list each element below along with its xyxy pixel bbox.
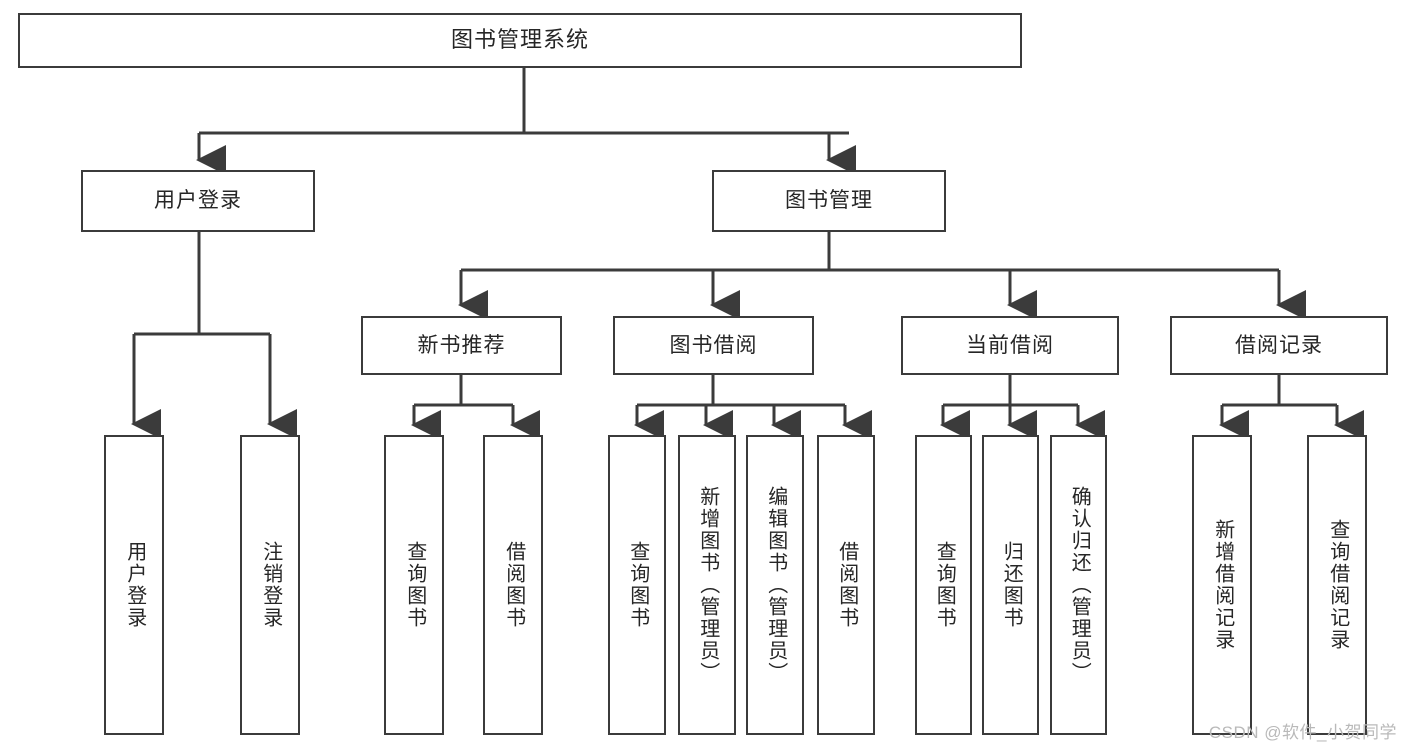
node-label: 查询图书: [403, 541, 426, 629]
node-label: 图书借阅: [669, 333, 758, 357]
node-new-book-recommendation[interactable]: 新书推荐: [361, 316, 562, 375]
node-label: 查询图书: [933, 541, 956, 629]
leaf-query-book-borrow[interactable]: 查询图书: [608, 435, 666, 735]
leaf-user-login[interactable]: 用户登录: [104, 435, 164, 735]
node-root-library-system[interactable]: 图书管理系统: [18, 13, 1022, 68]
leaf-return-book[interactable]: 归还图书: [982, 435, 1039, 735]
node-label: 图书管理: [785, 189, 873, 213]
node-label: 查询借阅记录: [1326, 519, 1349, 651]
node-label: 用户登录: [123, 541, 146, 629]
node-label: 归还图书: [1000, 541, 1023, 629]
node-label: 用户登录: [154, 189, 242, 213]
node-book-borrowing[interactable]: 图书借阅: [613, 316, 814, 375]
node-label: 图书管理系统: [450, 27, 589, 53]
node-current-borrowing[interactable]: 当前借阅: [901, 316, 1119, 375]
leaf-add-book-admin[interactable]: 新增图书（管理员）: [678, 435, 736, 735]
node-book-management[interactable]: 图书管理: [712, 170, 946, 232]
leaf-borrow-book-new-rec[interactable]: 借阅图书: [483, 435, 543, 735]
node-label: 确认归还（管理员）: [1068, 486, 1091, 684]
leaf-add-borrow-record[interactable]: 新增借阅记录: [1192, 435, 1252, 735]
node-label: 编辑图书（管理员）: [764, 486, 787, 684]
node-label: 查询图书: [626, 541, 649, 629]
node-label: 新书推荐: [417, 333, 506, 357]
leaf-confirm-return-admin[interactable]: 确认归还（管理员）: [1050, 435, 1107, 735]
leaf-query-book-current[interactable]: 查询图书: [915, 435, 972, 735]
leaf-borrow-book-borrow[interactable]: 借阅图书: [817, 435, 875, 735]
node-user-login[interactable]: 用户登录: [81, 170, 315, 232]
node-label: 新增借阅记录: [1211, 519, 1234, 651]
node-label: 借阅记录: [1235, 333, 1323, 357]
node-label: 新增图书（管理员）: [696, 486, 719, 684]
node-label: 注销登录: [259, 541, 282, 629]
leaf-logout[interactable]: 注销登录: [240, 435, 300, 735]
csdn-watermark: CSDN @软件_小贺同学: [1208, 723, 1397, 742]
node-borrow-records[interactable]: 借阅记录: [1170, 316, 1388, 375]
leaf-edit-book-admin[interactable]: 编辑图书（管理员）: [746, 435, 804, 735]
leaf-query-borrow-record[interactable]: 查询借阅记录: [1307, 435, 1367, 735]
leaf-query-book-new-rec[interactable]: 查询图书: [384, 435, 444, 735]
node-label: 借阅图书: [835, 541, 858, 629]
node-label: 借阅图书: [502, 541, 525, 629]
node-label: 当前借阅: [966, 333, 1054, 357]
